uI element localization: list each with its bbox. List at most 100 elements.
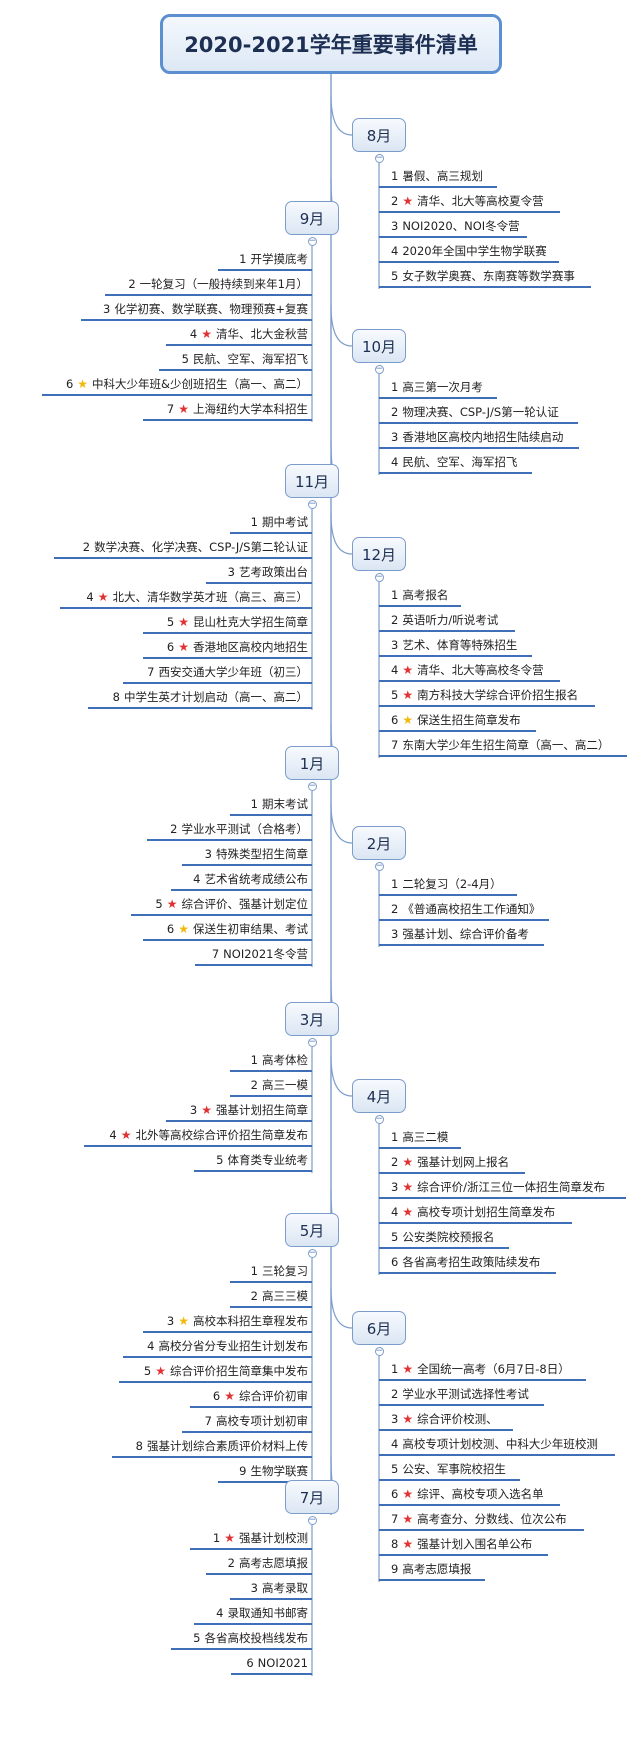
collapse-toggle-icon[interactable]: − — [307, 1248, 317, 1258]
event-text: 香港地区高校内地招生陆续启动 — [402, 430, 564, 444]
event-text: 三轮复习 — [261, 1264, 308, 1278]
collapse-toggle-icon[interactable]: − — [374, 364, 384, 374]
event-number: 3 — [250, 1581, 258, 1595]
collapse-toggle-icon[interactable]: − — [307, 236, 317, 246]
month-node-11[interactable]: 6月 — [352, 1311, 406, 1345]
connector-curve — [330, 802, 353, 844]
collapse-toggle-icon[interactable]: − — [374, 153, 384, 163]
event-number: 5 — [391, 1462, 399, 1476]
event-item: 6★中科大少年班&少创班招生（高一、高二） — [42, 374, 312, 396]
star-icon: ★ — [178, 402, 189, 416]
event-number: 4 — [193, 872, 201, 886]
event-text: 保送生招生简章发布 — [417, 713, 521, 727]
event-text: 民航、空军、海军招飞 — [192, 352, 308, 366]
month-node-8[interactable]: 3月 — [285, 1002, 339, 1036]
event-text: 高三第一次月考 — [402, 380, 483, 394]
month-node-1[interactable]: 8月 — [352, 118, 406, 152]
event-text: 期末考试 — [261, 797, 308, 811]
event-number: 4 — [391, 455, 399, 469]
event-text: 生物学联赛 — [250, 1464, 308, 1478]
event-number: 2 — [391, 405, 399, 419]
event-number: 3 — [391, 1180, 399, 1194]
event-text: 高校专项计划招生简章发布 — [417, 1205, 556, 1219]
event-text: 清华、北大等高校夏令营 — [417, 194, 544, 208]
star-icon: ★ — [201, 327, 212, 341]
month-node-7[interactable]: 2月 — [352, 826, 406, 860]
month-node-5[interactable]: 12月 — [352, 537, 406, 571]
event-number: 5 — [216, 1153, 224, 1167]
event-text: 北外等高校综合评价招生简章发布 — [135, 1128, 308, 1142]
collapse-toggle-icon[interactable]: − — [374, 1346, 384, 1356]
event-number: 8 — [135, 1439, 143, 1453]
event-number: 1 — [391, 877, 399, 891]
collapse-toggle-icon[interactable]: − — [307, 781, 317, 791]
event-text: 高考志愿填报 — [239, 1556, 308, 1570]
month-node-10[interactable]: 5月 — [285, 1213, 339, 1247]
event-item: 6★保送生招生简章发布 — [379, 710, 537, 732]
month-node-9[interactable]: 4月 — [352, 1079, 406, 1113]
event-number: 2 — [170, 822, 178, 836]
collapse-toggle-icon[interactable]: − — [307, 1037, 317, 1047]
collapse-toggle-icon[interactable]: − — [374, 572, 384, 582]
event-text: 体育类专业统考 — [227, 1153, 308, 1167]
event-item: 5★昆山杜克大学招生简章 — [142, 612, 312, 634]
event-text: 学业水平测试（合格考） — [181, 822, 309, 836]
event-item: 5★综合评价招生简章集中发布 — [119, 1361, 312, 1383]
event-item: 3★综合评价/浙江三位一体招生简章发布 — [379, 1177, 626, 1199]
event-item: 6★香港地区高校内地招生 — [142, 637, 312, 659]
month-node-6[interactable]: 1月 — [285, 746, 339, 780]
event-number: 7 — [391, 1512, 399, 1526]
connector-curve — [330, 1287, 353, 1329]
event-item: 4★清华、北大金秋营 — [166, 324, 312, 346]
event-text: 强基计划校测 — [239, 1531, 308, 1545]
event-text: 高校专项计划初审 — [215, 1414, 308, 1428]
event-text: 中学生英才计划启动（高一、高二） — [124, 690, 308, 704]
star-icon: ★ — [402, 1205, 414, 1219]
month-node-4[interactable]: 11月 — [285, 464, 339, 498]
event-number: 4 — [391, 663, 399, 677]
event-number: 3 — [391, 927, 399, 941]
event-number: 2 — [391, 1387, 399, 1401]
event-number: 4 — [391, 244, 399, 258]
event-number: 2 — [391, 1155, 399, 1169]
connector-curve — [330, 513, 353, 555]
event-number: 3 — [391, 219, 399, 233]
month-node-12[interactable]: 7月 — [285, 1480, 339, 1514]
event-text: NOI2020、NOI冬令营 — [402, 219, 520, 233]
event-text: NOI2021冬令营 — [223, 947, 308, 961]
event-text: 高考体检 — [261, 1053, 308, 1067]
event-text: 艺考政策出台 — [239, 565, 308, 579]
event-text: 强基计划网上报名 — [417, 1155, 510, 1169]
event-text: 清华、北大金秋营 — [215, 327, 308, 341]
event-text: 2020年全国中学生物学联赛 — [402, 244, 547, 258]
event-number: 1 — [391, 1362, 399, 1376]
collapse-toggle-icon[interactable]: − — [374, 861, 384, 871]
event-item: 8★强基计划入围名单公布 — [379, 1534, 549, 1556]
event-text: 高考查分、分数线、位次公布 — [417, 1512, 567, 1526]
collapse-toggle-icon[interactable]: − — [307, 1515, 317, 1525]
month-node-3[interactable]: 10月 — [352, 329, 406, 363]
event-item: 3★综合评价校测、 — [379, 1409, 513, 1431]
page-title: 2020-2021学年重要事件清单 — [160, 14, 502, 74]
month-node-2[interactable]: 9月 — [285, 201, 339, 235]
collapse-toggle-icon[interactable]: − — [374, 1114, 384, 1124]
event-text: 各省高校投档线发布 — [204, 1631, 308, 1645]
collapse-toggle-icon[interactable]: − — [307, 499, 317, 509]
event-number: 2 — [82, 540, 91, 554]
star-icon: ★ — [77, 377, 89, 391]
event-text: 清华、北大等高校冬令营 — [417, 663, 544, 677]
event-text: 高三二模 — [402, 1130, 449, 1144]
